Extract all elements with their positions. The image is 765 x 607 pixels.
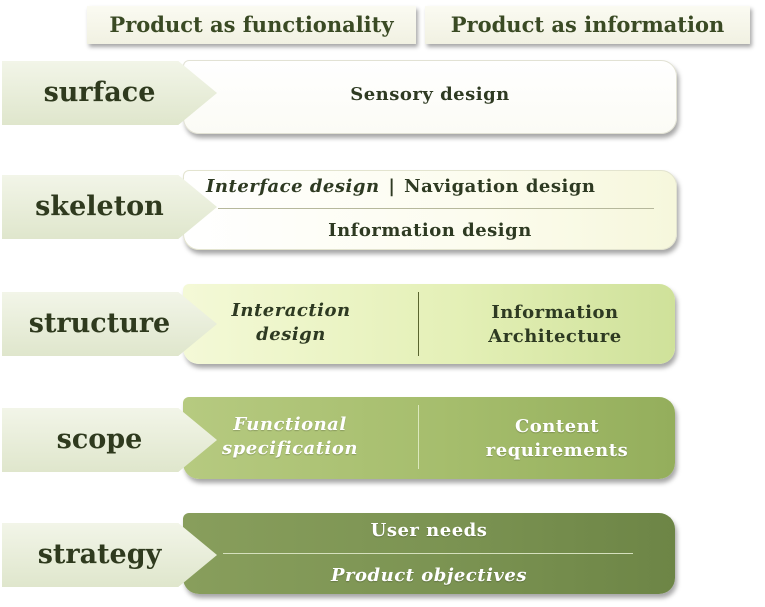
interaction-design-text: Interaction design	[231, 300, 351, 345]
navigation-design-text: Navigation design	[404, 176, 596, 197]
label-skeleton: skeleton	[35, 191, 164, 222]
information-architecture-text: Information Architecture	[488, 302, 622, 347]
row-surface: Sensory design surface	[0, 58, 765, 142]
label-strategy: strategy	[37, 539, 162, 570]
row-structure: Interaction design Information Architect…	[0, 284, 765, 373]
structure-divider	[418, 292, 419, 356]
label-surface: surface	[43, 77, 156, 108]
plane-scope: Functional specification Content require…	[183, 397, 675, 479]
skeleton-top-text: Interface design | Navigation design	[206, 175, 596, 199]
strategy-divider	[223, 553, 633, 554]
tag-skeleton: skeleton	[2, 175, 217, 239]
row-scope: Functional specification Content require…	[0, 397, 765, 489]
plane-strategy: User needs Product objectives	[183, 513, 675, 594]
sensory-design-text: Sensory design	[350, 84, 510, 105]
plane-skeleton: Interface design | Navigation design Inf…	[183, 170, 677, 250]
interface-design-text: Interface design	[206, 176, 380, 197]
tag-surface: surface	[2, 61, 217, 125]
plane-surface: Sensory design	[183, 60, 677, 134]
label-scope: scope	[56, 424, 143, 455]
product-objectives-text: Product objectives	[331, 565, 527, 586]
header-functionality: Product as functionality	[87, 6, 416, 44]
information-design-text: Information design	[328, 220, 532, 241]
tag-strategy: strategy	[2, 523, 217, 587]
row-strategy: User needs Product objectives strategy	[0, 513, 765, 604]
scope-divider	[418, 405, 419, 469]
tag-structure: structure	[2, 292, 217, 356]
row-skeleton: Interface design | Navigation design Inf…	[0, 170, 765, 256]
plane-structure: Interaction design Information Architect…	[183, 284, 675, 364]
header-information: Product as information	[425, 6, 750, 44]
tag-scope: scope	[2, 408, 217, 472]
skeleton-separator: |	[388, 176, 396, 197]
functional-specification-text: Functional specification	[222, 414, 358, 459]
label-structure: structure	[28, 308, 171, 339]
skeleton-divider	[218, 208, 654, 209]
user-needs-text: User needs	[370, 520, 488, 541]
content-requirements-text: Content requirements	[485, 416, 629, 461]
